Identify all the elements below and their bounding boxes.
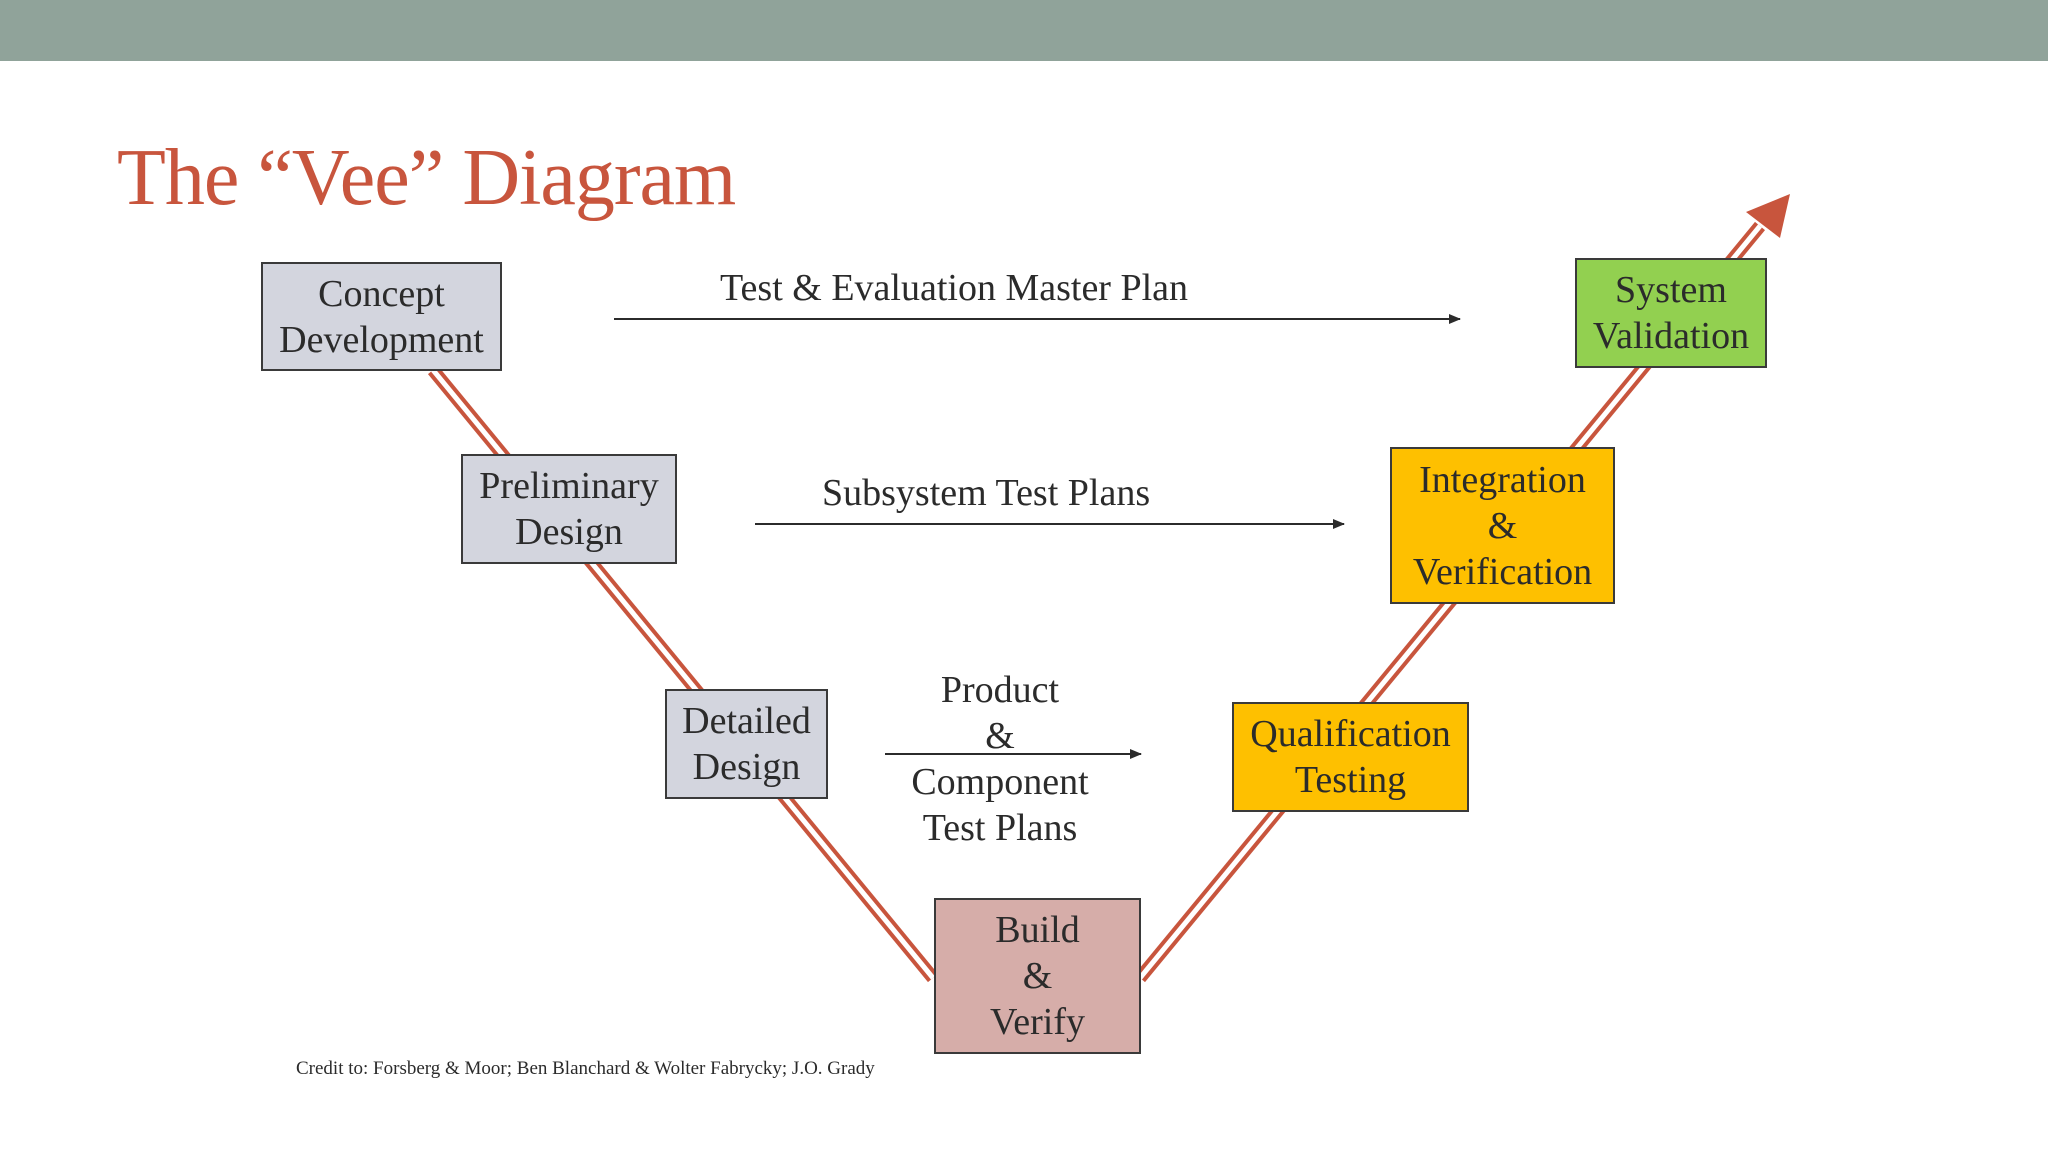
- component-plan-line3: Component: [911, 761, 1089, 803]
- detailed-design-box: Detailed Design: [665, 689, 828, 799]
- build-verify-box: Build & Verify: [934, 898, 1141, 1054]
- qualification-testing-box: Qualification Testing: [1232, 702, 1469, 812]
- master-plan-label: Test & Evaluation Master Plan: [720, 267, 1189, 309]
- build-box-line3: Verify: [990, 1001, 1085, 1043]
- detailed-box-line1: Detailed: [682, 700, 811, 742]
- preliminary-box-line2: Design: [515, 511, 623, 553]
- component-plan-line1: Product: [940, 669, 1060, 711]
- qualification-box-line2: Testing: [1294, 759, 1407, 801]
- component-plan-label: Product & Component Test Plans: [880, 667, 1120, 851]
- validation-box-line2: Validation: [1592, 315, 1750, 357]
- integration-box-line1: Integration: [1419, 458, 1586, 501]
- concept-box-line2: Development: [279, 318, 484, 361]
- concept-development-box: Concept Development: [261, 262, 502, 371]
- integration-box-line3: Verification: [1412, 550, 1593, 593]
- slide-title: The “Vee” Diagram: [117, 134, 736, 222]
- system-validation-box: System Validation: [1575, 258, 1767, 368]
- integration-verification-box: Integration & Verification: [1390, 447, 1615, 604]
- credit-text: Credit to: Forsberg & Moor; Ben Blanchar…: [296, 1058, 875, 1079]
- validation-box-line1: System: [1615, 269, 1727, 311]
- concept-box-line1: Concept: [318, 272, 445, 315]
- preliminary-box-line1: Preliminary: [479, 465, 659, 507]
- build-box-line2: &: [1022, 955, 1053, 997]
- component-plan-line2: &: [985, 715, 1015, 757]
- header-band: [0, 0, 2048, 61]
- integration-box-line2: &: [1487, 504, 1518, 547]
- build-box-line1: Build: [995, 909, 1080, 951]
- component-plan-line4: Test Plans: [922, 807, 1078, 849]
- subsystem-plan-label: Subsystem Test Plans: [822, 472, 1151, 514]
- qualification-box-line1: Qualification: [1250, 713, 1451, 755]
- detailed-box-line2: Design: [692, 746, 801, 788]
- vee-arrowhead: [1746, 194, 1790, 238]
- preliminary-design-box: Preliminary Design: [461, 454, 677, 564]
